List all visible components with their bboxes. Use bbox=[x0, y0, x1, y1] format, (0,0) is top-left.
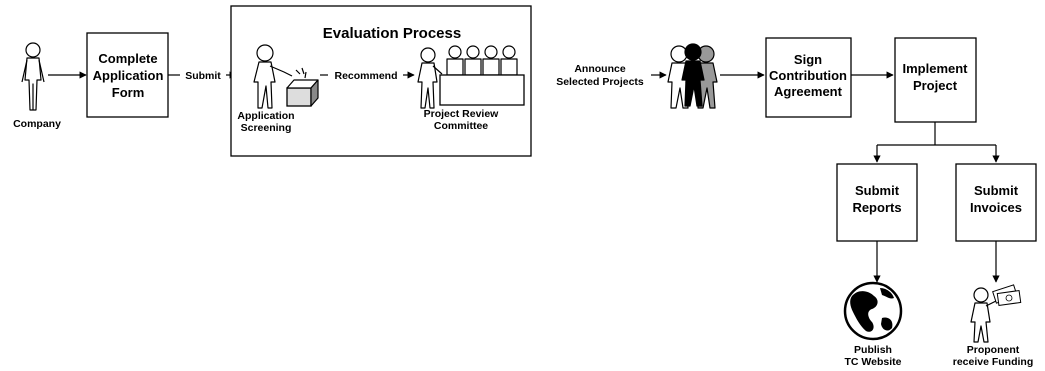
committee-label-line-1: Project Review bbox=[424, 108, 500, 120]
implement-line-1: Implement bbox=[902, 61, 968, 76]
submit-reports-box bbox=[836, 163, 918, 242]
committee-label-line-2: Committee bbox=[434, 120, 488, 132]
complete-form-line-3: Form bbox=[112, 85, 145, 100]
invoices-line-1: Submit bbox=[974, 183, 1019, 198]
company-label: Company bbox=[13, 118, 61, 130]
globe-icon bbox=[843, 281, 903, 341]
company-person-icon bbox=[21, 42, 45, 111]
sign-line-3: Agreement bbox=[774, 84, 843, 99]
sign-line-1: Sign bbox=[794, 52, 822, 67]
announce-label-line-2: Selected Projects bbox=[556, 76, 644, 88]
submit-invoices-box bbox=[955, 163, 1037, 242]
complete-form-line-1: Complete bbox=[98, 51, 157, 66]
screening-label-line-2: Screening bbox=[241, 122, 292, 134]
funding-label-line-1: Proponent bbox=[967, 344, 1020, 356]
recommend-edge-label: Recommend bbox=[334, 70, 397, 82]
sign-contribution-agreement-box bbox=[765, 37, 852, 118]
implement-line-2: Project bbox=[913, 78, 958, 93]
implement-project-box bbox=[894, 37, 977, 123]
complete-form-line-2: Application bbox=[93, 68, 164, 83]
application-screening-icon bbox=[253, 44, 319, 109]
reports-line-1: Submit bbox=[855, 183, 900, 198]
funding-label-line-2: receive Funding bbox=[953, 356, 1034, 368]
money-icon bbox=[992, 284, 1022, 307]
publish-label-line-2: TC Website bbox=[845, 356, 902, 368]
announce-label-line-1: Announce bbox=[574, 63, 625, 75]
screening-label-line-1: Application bbox=[237, 110, 294, 122]
evaluation-process-title: Evaluation Process bbox=[323, 25, 461, 42]
sign-line-2: Contribution bbox=[769, 68, 847, 83]
publish-label-line-1: Publish bbox=[854, 344, 892, 356]
invoices-line-2: Invoices bbox=[970, 200, 1022, 215]
submit-edge-label: Submit bbox=[185, 70, 221, 82]
selected-group-icon bbox=[667, 43, 718, 109]
funding-person-icon bbox=[970, 284, 1022, 343]
project-review-committee-icon bbox=[417, 45, 525, 109]
reports-line-2: Reports bbox=[852, 200, 901, 215]
